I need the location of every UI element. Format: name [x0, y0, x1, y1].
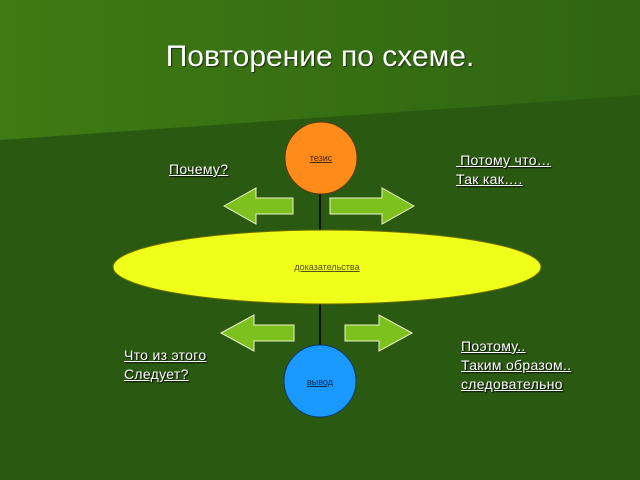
label-because-1: Потому что… — [456, 152, 552, 168]
arrow-upper-left — [222, 187, 294, 225]
arrow-upper-right — [329, 187, 416, 225]
arrow-lower-right — [344, 314, 414, 352]
node-thesis — [284, 121, 358, 195]
node-evidence — [112, 229, 542, 305]
arrow-lower-left — [219, 314, 295, 352]
node-conclusion-label: вывод — [307, 377, 333, 387]
label-because-2: Так как…. — [456, 171, 523, 187]
label-therefore-1: Поэтому.. — [461, 338, 526, 354]
slide-title: Повторение по схеме. — [165, 40, 475, 73]
node-conclusion — [283, 344, 357, 418]
node-thesis-label: тезис — [309, 153, 333, 163]
node-evidence-label: доказательства — [294, 262, 360, 272]
label-why: Почему? — [169, 161, 229, 177]
label-therefore-3: следовательно — [461, 376, 563, 392]
label-what-follows-2: Следует? — [124, 366, 189, 382]
label-what-follows-1: Что из этого — [124, 347, 207, 363]
label-therefore-2: Таким образом.. — [461, 357, 572, 373]
